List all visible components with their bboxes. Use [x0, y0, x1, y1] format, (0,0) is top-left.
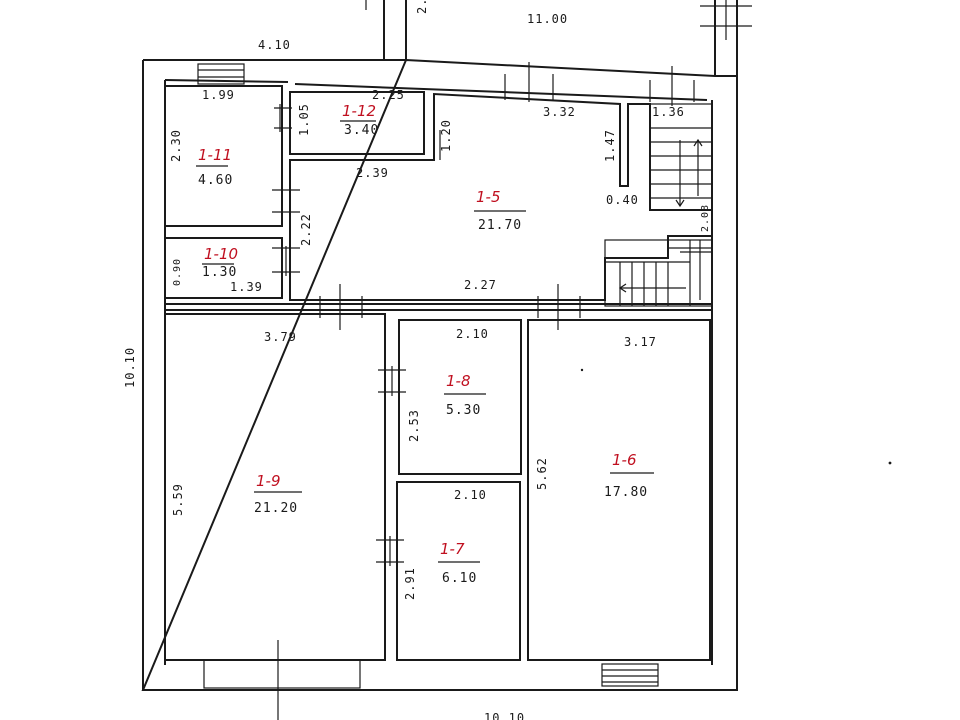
- label-room-1-9: 1-9 21.20: [254, 472, 302, 516]
- dim-r6-top: 3.17: [624, 335, 657, 349]
- dim-stair-top: 1.36: [652, 105, 685, 119]
- room-id: 1-10: [204, 245, 238, 263]
- door-marks: [272, 104, 581, 566]
- room-1-7: [396, 481, 521, 661]
- stray-mark: [888, 461, 892, 465]
- room-area: 17.80: [604, 485, 648, 500]
- room-id: 1-9: [256, 472, 281, 490]
- dim-r9-left: 5.59: [171, 483, 185, 516]
- dim-r12-top: 2.25: [372, 88, 405, 102]
- window-top-left: [197, 63, 245, 85]
- dim-r5-bottom: 2.27: [464, 278, 497, 292]
- room-id: 1-11: [198, 146, 232, 164]
- dim-top-outer: 4.10: [258, 38, 291, 52]
- room-id: 1-8: [446, 372, 471, 390]
- dim-r5-top: 3.32: [543, 105, 576, 119]
- dim-r6-left: 5.62: [535, 457, 549, 490]
- room-id: 1-6: [612, 451, 637, 469]
- stairs: [604, 103, 713, 307]
- top-annex: [365, 0, 752, 76]
- room-id: 1-12: [342, 102, 376, 120]
- room-1-8: [398, 319, 522, 475]
- dim-r10-left: 0.90: [172, 258, 183, 286]
- dim-r12-bottom: 2.39: [356, 166, 389, 180]
- dim-top-annex: 11.00: [527, 12, 568, 26]
- label-room-1-8: 1-8 5.30: [444, 372, 486, 418]
- room-area: 21.20: [254, 501, 298, 516]
- room-1-11: [164, 85, 283, 227]
- room-1-12: [289, 91, 425, 155]
- dim-r9-top: 3.79: [264, 330, 297, 344]
- dim-bottom-outer: 10.10: [484, 711, 525, 720]
- dim-stair-side: 2.08: [700, 204, 711, 232]
- dim-r12-left: 1.05: [297, 103, 311, 136]
- label-room-1-11: 1-11 4.60: [196, 146, 233, 188]
- room-id: 1-7: [440, 540, 465, 558]
- dim-r5-notch: 1.20: [439, 119, 453, 152]
- label-room-1-5: 1-5 21.70: [474, 188, 526, 233]
- room-area: 1.30: [202, 265, 237, 280]
- dim-r11-top: 1.99: [202, 88, 235, 102]
- dim-left-outer: 10.10: [123, 347, 137, 388]
- dim-r8-left: 2.53: [407, 409, 421, 442]
- dim-r8-top: 2.10: [456, 327, 489, 341]
- stray-mark: [580, 368, 584, 372]
- label-room-1-12: 1-12 3.40: [340, 102, 379, 138]
- dim-r10-bottom: 1.39: [230, 280, 263, 294]
- dim-r5-left: 2.22: [299, 213, 313, 246]
- dim-top-annex-side: 2.: [415, 0, 429, 14]
- label-room-1-10: 1-10 1.30: [202, 245, 238, 280]
- label-room-1-7: 1-7 6.10: [438, 540, 480, 586]
- room-area: 5.30: [446, 403, 481, 418]
- window-bottom: [203, 640, 659, 720]
- room-id: 1-5: [476, 188, 501, 206]
- label-room-1-6: 1-6 17.80: [604, 451, 654, 500]
- dim-r7-left: 2.91: [403, 567, 417, 600]
- room-1-6: [527, 319, 711, 661]
- window-top-mid: [504, 62, 695, 106]
- room-1-10: [164, 237, 283, 299]
- dim-r7-top: 2.10: [454, 488, 487, 502]
- room-area: 21.70: [478, 218, 522, 233]
- room-area: 3.40: [344, 123, 379, 138]
- room-area: 4.60: [198, 173, 233, 188]
- dim-r11-left: 2.30: [169, 129, 183, 162]
- dim-r5-wall-end: 0.40: [606, 193, 639, 207]
- dim-r5-right-wall: 1.47: [603, 129, 617, 162]
- room-area: 6.10: [442, 571, 477, 586]
